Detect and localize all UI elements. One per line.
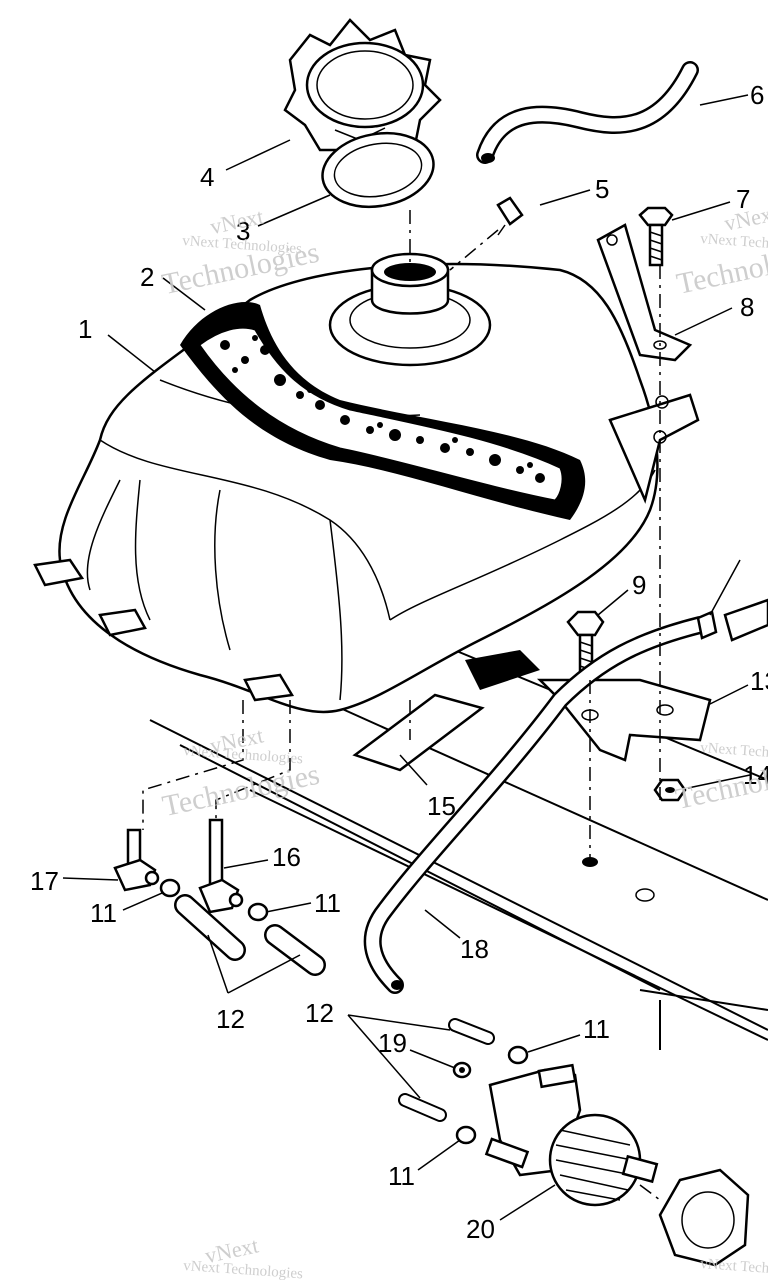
- cap-gasket: [321, 131, 435, 209]
- callout-18: 18: [460, 934, 489, 964]
- short-hoses: [174, 894, 495, 1122]
- hose-clamps: [159, 878, 529, 1145]
- vent-hose: [476, 61, 699, 164]
- lower-bracket: [536, 678, 712, 762]
- fuel-cap: [283, 18, 442, 172]
- callout-14: 14: [743, 760, 768, 790]
- callout-9: 9: [632, 570, 646, 600]
- callout-labels: 1 2 3 4 5 6 7 8 9 11 11 11 11 12 12 13 1…: [30, 80, 768, 1244]
- callout-11-b: 11: [314, 888, 341, 918]
- callout-19: 19: [378, 1028, 407, 1058]
- callout-7: 7: [736, 184, 750, 214]
- callout-4: 4: [200, 162, 214, 192]
- fuel-line: [363, 559, 768, 994]
- callout-5: 5: [595, 174, 609, 204]
- nut: [653, 778, 687, 802]
- watermark-company: vNext Technologies: [183, 1258, 304, 1280]
- mount-bracket: [596, 223, 693, 362]
- callout-16: 16: [272, 842, 301, 872]
- callout-20: 20: [466, 1214, 495, 1244]
- callout-15: 15: [427, 791, 456, 821]
- callout-13: 13: [750, 666, 768, 696]
- foam-strip: [180, 301, 586, 520]
- elbow-fitting-17: [113, 828, 160, 892]
- elbow-fitting-16: [198, 818, 244, 914]
- callout-12-b: 12: [305, 998, 334, 1028]
- callout-3: 3: [236, 216, 250, 246]
- callout-17: 17: [30, 866, 59, 896]
- valve-nut: [658, 1168, 750, 1267]
- washers: [452, 1061, 472, 1079]
- watermark-line1: vNext: [722, 200, 768, 236]
- callout-8: 8: [740, 292, 754, 322]
- callout-11-a: 11: [90, 898, 117, 928]
- callout-11-d: 11: [388, 1161, 415, 1191]
- vent-fitting: [496, 196, 524, 236]
- assembly-centerlines: [142, 210, 661, 1201]
- leader-lines: [62, 94, 751, 1221]
- callout-6: 6: [750, 80, 764, 110]
- callout-1: 1: [78, 314, 92, 344]
- watermark-line1: vNext: [208, 204, 266, 240]
- bolt-top: [638, 206, 674, 267]
- watermark-company: vNext Technologies: [700, 1256, 768, 1280]
- rubber-pad: [352, 650, 540, 772]
- fuel-tank: [33, 252, 700, 714]
- callout-11-c: 11: [583, 1014, 610, 1044]
- callout-12-a: 12: [216, 1004, 245, 1034]
- fuel-valve: [484, 1063, 659, 1207]
- callout-2: 2: [140, 262, 154, 292]
